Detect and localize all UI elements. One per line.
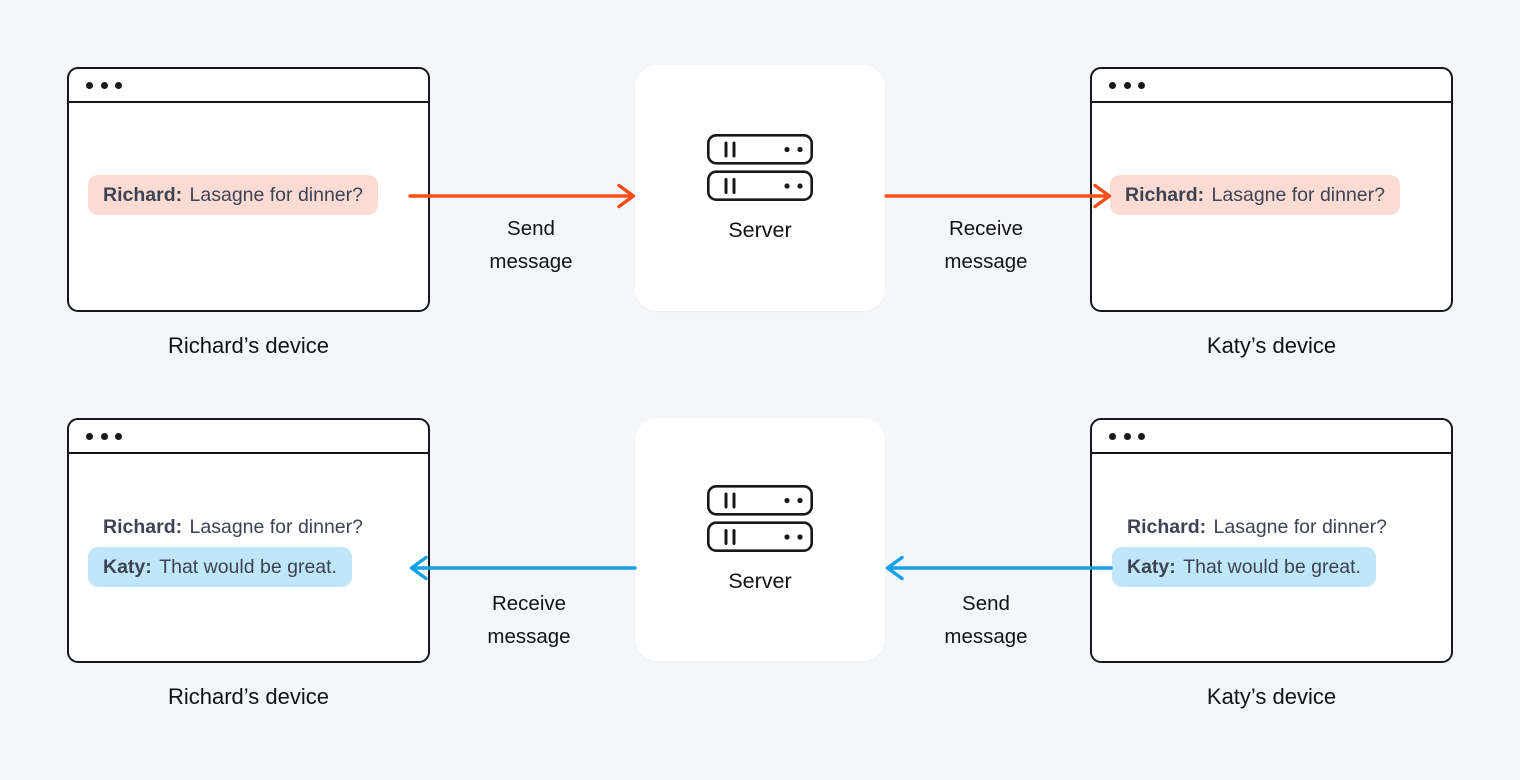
chat-message-richard: Richard: Lasagne for dinner?	[1110, 175, 1400, 215]
katy-device-window-top: Richard: Lasagne for dinner?	[1090, 67, 1453, 312]
server-box-bottom: Server	[635, 418, 885, 661]
window-dot-icon	[115, 81, 122, 89]
window-titlebar	[1092, 420, 1451, 454]
window-titlebar	[69, 69, 428, 103]
message-author: Richard:	[1127, 516, 1207, 538]
katy-device-window-bottom: Richard: Lasagne for dinner? Katy: That …	[1090, 418, 1453, 663]
window-dot-icon	[86, 81, 93, 89]
message-author: Katy:	[1127, 556, 1176, 578]
device-label-katy-top: Katy’s device	[1206, 333, 1337, 358]
device-label-richard-bottom: Richard’s device	[167, 684, 329, 709]
richard-device-window-bottom: Richard: Lasagne for dinner? Katy: That …	[67, 418, 430, 663]
server-label: Server	[728, 217, 792, 242]
window-dot-icon	[1109, 81, 1116, 89]
chat-message-richard: Richard: Lasagne for dinner?	[88, 175, 378, 215]
message-text: Lasagne for dinner?	[1211, 184, 1385, 206]
chat-message-katy: Katy: That would be great.	[1112, 547, 1376, 587]
window-dot-icon	[100, 432, 108, 440]
chat-message-katy: Katy: That would be great.	[88, 547, 352, 587]
message-text: Lasagne for dinner?	[189, 184, 363, 206]
message-author: Richard:	[103, 516, 183, 538]
message-text: That would be great.	[159, 556, 337, 578]
message-text: Lasagne for dinner?	[1213, 516, 1387, 538]
window-dot-icon	[1123, 432, 1131, 440]
window-dot-icon	[1138, 432, 1145, 440]
send-message-label-top: Send message	[489, 217, 573, 273]
window-dot-icon	[1138, 81, 1145, 89]
device-label-richard-top: Richard’s device	[167, 333, 329, 358]
receive-arrow-bottom	[409, 555, 637, 581]
server-rack-icon	[707, 485, 813, 552]
window-dot-icon	[100, 81, 108, 89]
device-label-katy-bottom: Katy’s device	[1206, 684, 1337, 709]
chat-message-richard: Richard: Lasagne for dinner?	[1112, 507, 1402, 547]
server-box-top: Server	[635, 65, 885, 311]
window-dot-icon	[1123, 81, 1131, 89]
window-dot-icon	[86, 432, 93, 440]
receive-message-label-top: Receive message	[944, 217, 1028, 273]
window-dot-icon	[115, 432, 122, 440]
server-rack-icon	[707, 133, 813, 201]
message-author: Richard:	[1125, 184, 1205, 206]
window-titlebar	[1092, 69, 1451, 103]
message-author: Richard:	[103, 184, 183, 206]
server-label: Server	[728, 569, 792, 593]
message-text: Lasagne for dinner?	[189, 516, 363, 538]
window-titlebar	[69, 420, 428, 454]
chat-message-richard: Richard: Lasagne for dinner?	[88, 507, 378, 547]
richard-device-window-top: Richard: Lasagne for dinner?	[67, 67, 430, 312]
send-message-label-bottom: Send message	[944, 592, 1028, 648]
receive-message-label-bottom: Receive message	[487, 592, 571, 648]
receive-arrow-top	[884, 183, 1112, 209]
window-dot-icon	[1109, 432, 1116, 440]
send-arrow-top	[408, 183, 636, 209]
send-arrow-bottom	[885, 555, 1113, 581]
message-text: That would be great.	[1183, 556, 1361, 578]
message-author: Katy:	[103, 556, 152, 578]
